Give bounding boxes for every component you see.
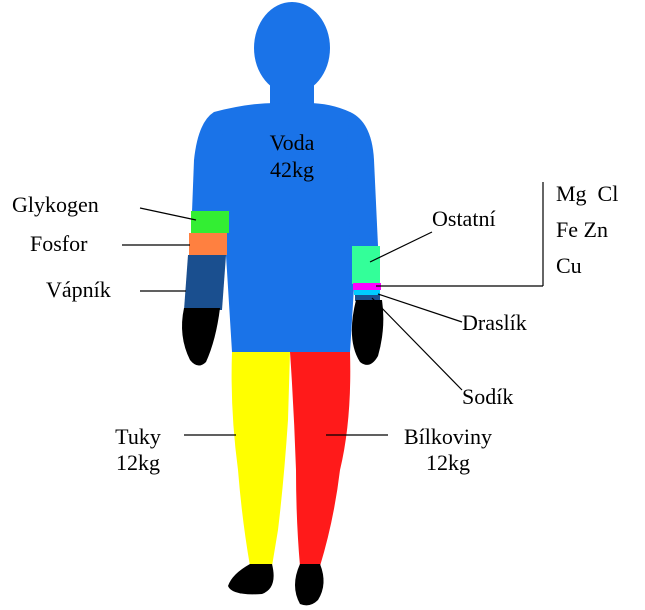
glycogen-leader: [140, 208, 196, 220]
phosphorus-band: [189, 233, 227, 255]
body-figure: [182, 2, 383, 605]
sodium-leader: [372, 298, 462, 390]
left-hand: [182, 308, 220, 366]
protein-amount: 12kg: [426, 450, 470, 475]
fat-label: Tuky: [115, 424, 161, 449]
water-amount: 42kg: [270, 157, 314, 182]
calcium-label: Vápník: [46, 277, 111, 302]
right-foot: [295, 564, 324, 605]
water-label: Voda: [270, 130, 315, 155]
left-leg-fat: [232, 352, 290, 566]
glycogen-band: [191, 211, 229, 233]
right-arm: [346, 112, 378, 246]
fat-amount: 12kg: [116, 450, 160, 475]
phosphorus-label: Fosfor: [30, 231, 88, 256]
glycogen-label: Glykogen: [12, 192, 99, 217]
trace-line-3: Cu: [556, 253, 582, 278]
sodium-band: [354, 290, 380, 295]
right-hand: [352, 300, 384, 365]
trace-line-1: Mg Cl: [556, 181, 618, 206]
other-label: Ostatní: [432, 206, 496, 231]
trace-line-2: Fe Zn: [556, 217, 608, 242]
sodium-label: Sodík: [462, 384, 513, 409]
other-band: [352, 246, 380, 284]
calcium-band: [184, 255, 226, 310]
left-foot: [228, 564, 274, 594]
potassium-label: Draslík: [462, 310, 527, 335]
right-leg-protein: [290, 352, 350, 566]
protein-label: Bílkoviny: [404, 424, 492, 449]
